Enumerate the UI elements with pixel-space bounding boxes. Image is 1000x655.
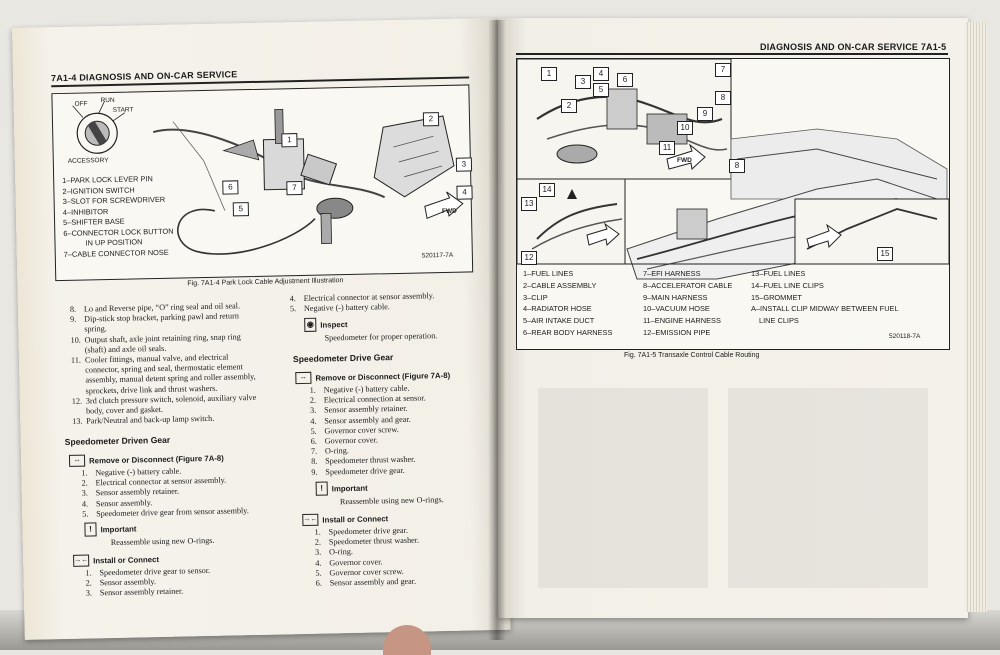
callout-2: 2 — [422, 112, 440, 127]
fwd-label: FWD — [441, 207, 457, 216]
section-title-drive-gear: Speedometer Drive Gear — [292, 352, 394, 365]
switch-label-run: RUN — [100, 96, 115, 105]
callout-8: 8 — [715, 91, 731, 105]
callout-14: 14 — [539, 183, 555, 197]
bleed-through — [728, 388, 928, 588]
overhaul-list: 8.Lo and Reverse pipe, “O” ring seal and… — [70, 301, 263, 427]
page-edges — [965, 22, 987, 612]
driven-gear-remove-steps: 1.Negative (-) battery cable. 2.Electric… — [81, 465, 272, 520]
figure-caption: Fig. 7A1-4 Park Lock Cable Adjustment Il… — [187, 277, 344, 288]
callout-6: 6 — [222, 180, 239, 195]
list-item: 11.Cooler fittings, manual valve, and el… — [70, 352, 256, 396]
callout-3: 3 — [575, 75, 591, 89]
important-text: Reassemble using new O-rings. — [110, 535, 215, 548]
important-text: Reassemble using new O-rings. — [339, 495, 444, 507]
inspect-icon: ◉ — [304, 317, 317, 332]
callout-15: 15 — [877, 247, 893, 261]
reinstall-steps: 4.Electrical connector at sensor assembl… — [290, 290, 490, 315]
callout-10: 10 — [677, 121, 693, 135]
figure-legend: 1–PARK LOCK LEVER PIN 2–IGNITION SWITCH … — [62, 174, 174, 260]
figure-cable-routing: 1 2 3 4 5 6 7 8 9 10 11 8 12 13 14 15 FW… — [516, 58, 950, 350]
cable-routing-illustration — [517, 59, 949, 280]
right-page: DIAGNOSIS AND ON-CAR SERVICE 7A1-5 — [498, 18, 968, 618]
figure-number: 520118-7A — [889, 333, 921, 340]
fwd-label: FWD — [677, 157, 692, 164]
callout-1: 1 — [541, 67, 557, 81]
switch-label-off: OFF — [74, 100, 88, 108]
important-icon: ! — [315, 481, 328, 496]
callout-11: 11 — [659, 141, 675, 155]
install-connect-heading: →← Install or Connect — [302, 513, 389, 527]
callout-6: 6 — [617, 73, 633, 87]
install-arrows-icon: →← — [73, 554, 90, 567]
inspect-text: Speedometer for proper operation. — [324, 331, 438, 343]
important-note: ! Important — [315, 481, 368, 496]
inspect-heading: ◉ Inspect — [304, 317, 348, 332]
callout-12: 12 — [521, 251, 537, 265]
callout-9: 9 — [697, 107, 713, 121]
install-connect-heading: →← Install or Connect — [73, 554, 160, 567]
remove-disconnect-heading: ↔ Remove or Disconnect (Figure 7A-8) — [68, 452, 224, 467]
remove-disconnect-heading: ↔ Remove or Disconnect (Figure 7A-8) — [295, 369, 450, 385]
figure-number: 520117-7A — [421, 251, 454, 260]
callout-7: 7 — [286, 180, 303, 196]
header-rule — [516, 53, 948, 55]
switch-label-accessory: ACCESSORY — [67, 157, 109, 165]
important-icon: ! — [84, 522, 97, 537]
book-gutter — [488, 20, 506, 640]
drive-gear-remove-steps: 1.Negative (-) battery cable. 2.Electric… — [310, 382, 502, 478]
bleed-through — [538, 388, 708, 588]
section-title-driven-gear: Speedometer Driven Gear — [64, 434, 171, 447]
right-page-header: DIAGNOSIS AND ON-CAR SERVICE 7A1-5 — [760, 42, 947, 52]
figure-park-lock: OFF RUN START ACCESSORY 1–PARK LOCK LEVE… — [51, 84, 474, 282]
remove-arrows-icon: ↔ — [295, 371, 312, 385]
important-note: ! Important — [84, 522, 137, 537]
callout-13: 13 — [521, 197, 537, 211]
callout-4: 4 — [456, 185, 473, 200]
callout-7: 7 — [715, 63, 731, 77]
callout-3: 3 — [455, 157, 473, 172]
callout-1: 1 — [281, 133, 298, 148]
install-arrows-icon: →← — [302, 513, 319, 527]
callout-2: 2 — [561, 99, 577, 113]
park-lock-illustration — [72, 100, 464, 255]
left-page: 7A1-4 DIAGNOSIS AND ON-CAR SERVICE OFF R… — [12, 17, 511, 640]
figure-caption: Fig. 7A1-5 Transaxle Control Cable Routi… — [624, 352, 760, 359]
callout-8b: 8 — [729, 159, 745, 173]
switch-label-start: START — [112, 106, 134, 114]
callout-5: 5 — [232, 202, 249, 217]
callout-5: 5 — [593, 83, 609, 97]
remove-arrows-icon: ↔ — [68, 454, 86, 467]
callout-4: 4 — [593, 67, 609, 81]
driven-gear-install-steps: 1.Speedometer drive gear to sensor. 2.Se… — [85, 565, 276, 600]
drive-gear-install-steps: 1.Speedometer drive gear. 2.Speedometer … — [315, 524, 506, 589]
